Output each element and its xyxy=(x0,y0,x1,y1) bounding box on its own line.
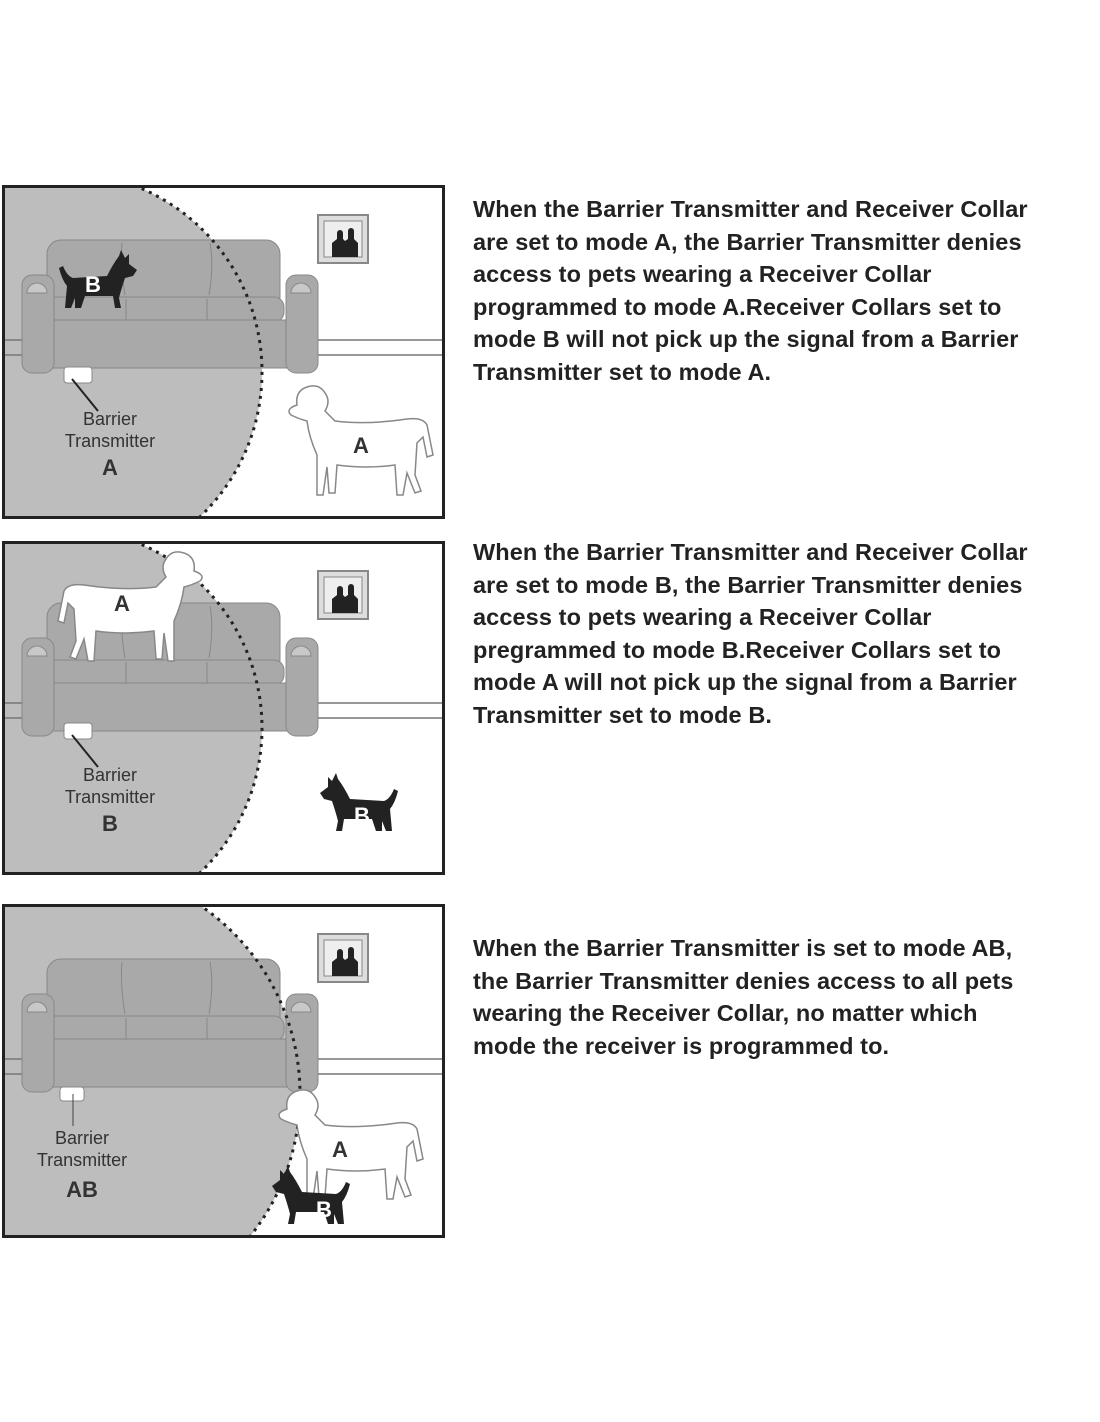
mode-b-description: When the Barrier Transmitter and Receive… xyxy=(473,539,1028,728)
transmitter-label: Transmitter xyxy=(65,431,155,451)
terrier-dog: B xyxy=(59,250,137,308)
svg-text:A: A xyxy=(353,433,369,458)
transmitter-mode: A xyxy=(102,455,118,480)
transmitter-device xyxy=(63,366,93,384)
transmitter-label: Barrier xyxy=(83,765,137,785)
mode-ab-description: When the Barrier Transmitter is set to m… xyxy=(473,935,1014,1059)
svg-text:B: B xyxy=(85,272,101,297)
transmitter-label: Transmitter xyxy=(37,1150,127,1170)
pointer-arrow xyxy=(71,734,99,768)
large-dog-letter: A xyxy=(114,591,130,616)
mode-a-description: When the Barrier Transmitter and Receive… xyxy=(473,196,1028,385)
large-dog: A xyxy=(288,385,434,496)
diagram-panel-mode-b: A B Barrier Transmitter B xyxy=(2,541,445,875)
wall-picture xyxy=(317,214,369,264)
diagram-panel-mode-ab: A B Barrier Transmitter AB xyxy=(2,904,445,1238)
transmitter-mode: B xyxy=(102,811,118,836)
wall-picture xyxy=(317,570,369,620)
transmitter-label: Barrier xyxy=(83,409,137,429)
terrier-letter: B xyxy=(354,803,370,828)
barrier-boundary xyxy=(128,185,264,519)
mode-b-illustration: A B Barrier Transmitter B xyxy=(2,541,445,875)
barrier-boundary xyxy=(128,541,264,875)
transmitter-label: Barrier xyxy=(55,1128,109,1148)
mode-a-illustration: B A Barrier Transmitter A xyxy=(2,185,445,519)
wall-picture xyxy=(317,933,369,983)
pointer-arrow xyxy=(71,378,99,412)
large-dog-letter: A xyxy=(332,1137,348,1162)
transmitter-device xyxy=(59,1086,85,1102)
mode-ab-illustration: A B Barrier Transmitter AB xyxy=(2,904,445,1238)
transmitter-label: Transmitter xyxy=(65,787,155,807)
terrier-letter: B xyxy=(316,1197,332,1222)
diagram-panel-mode-a: B A Barrier Transmitter A xyxy=(2,185,445,519)
transmitter-mode: AB xyxy=(66,1177,98,1202)
transmitter-device xyxy=(63,722,93,740)
